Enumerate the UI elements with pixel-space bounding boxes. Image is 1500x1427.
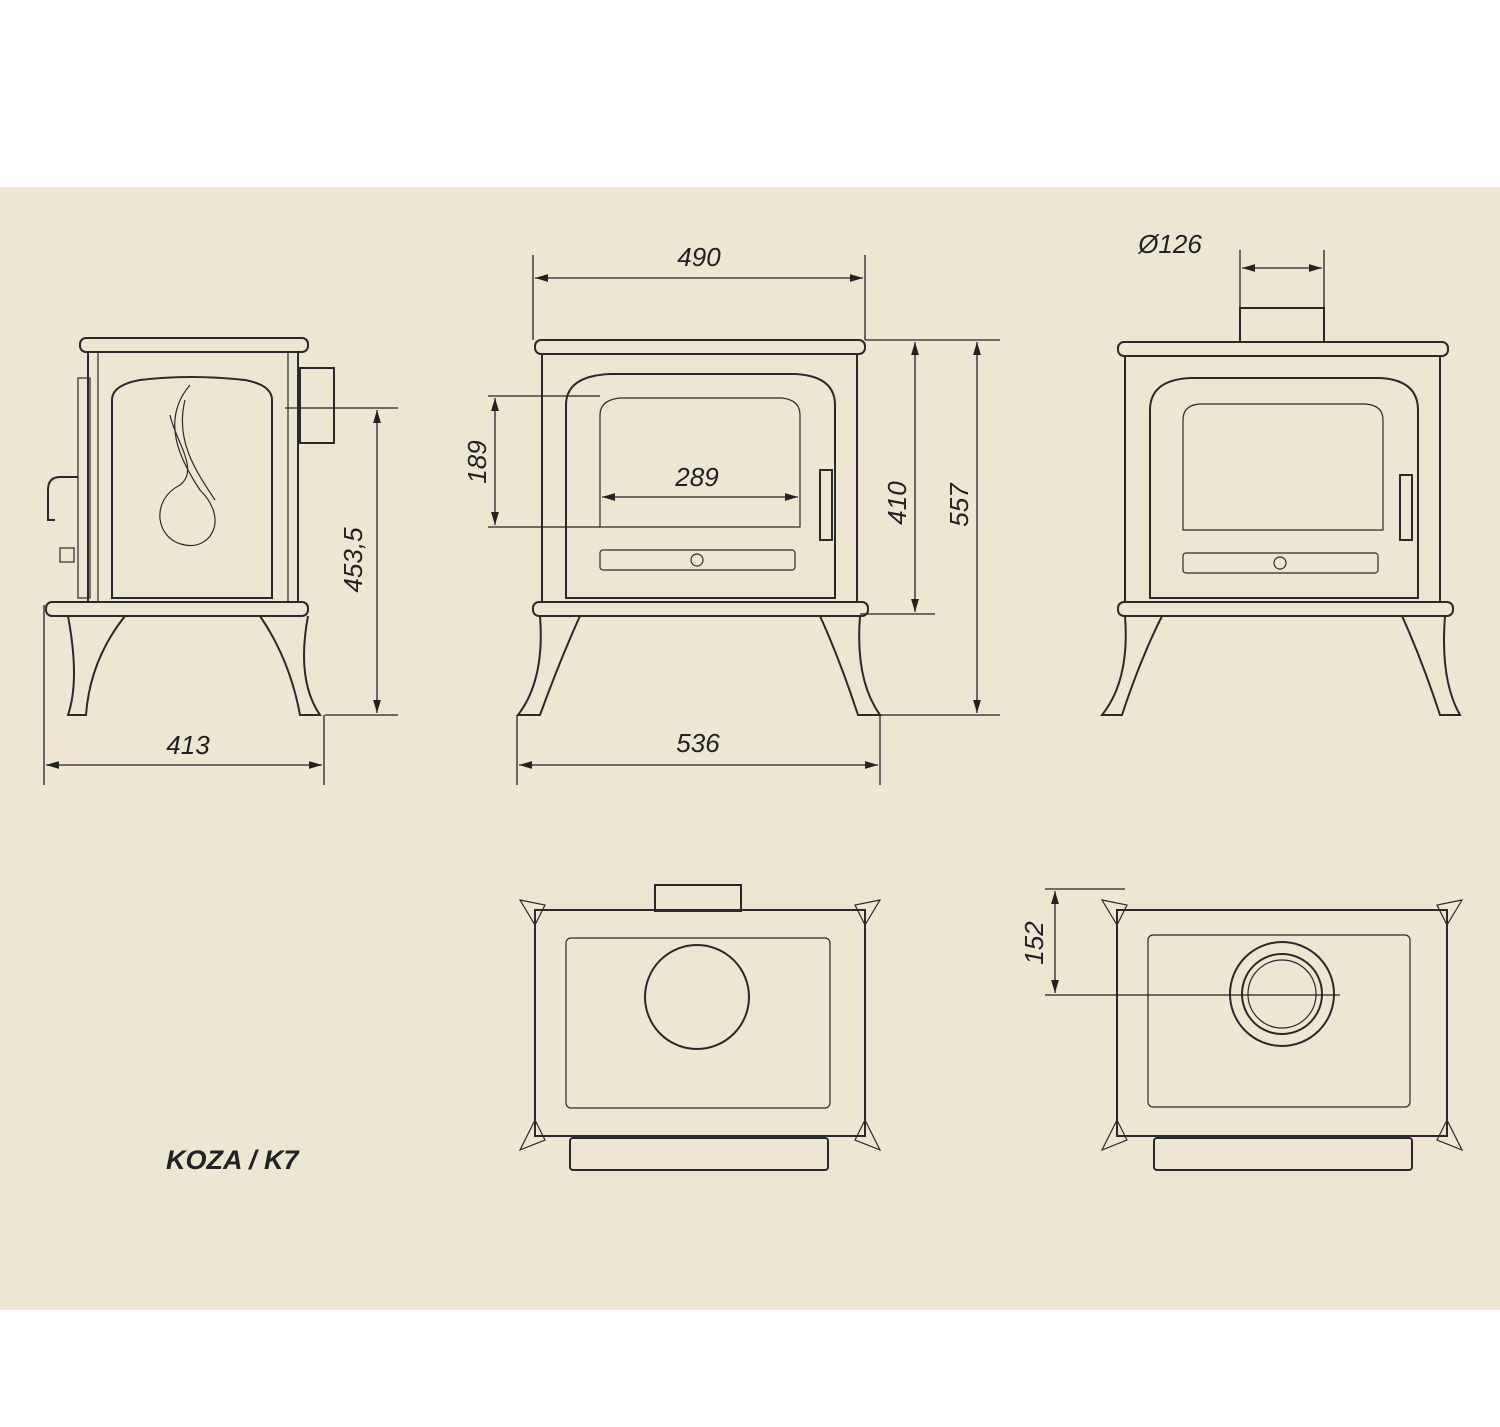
front-view-with-flue: Ø126	[1099, 229, 1462, 716]
dim-top-flue-offset: 152	[1019, 921, 1049, 965]
front-view: 490 189 289 410 557 536	[462, 242, 1000, 785]
side-view: 453,5 413	[43, 337, 398, 785]
drawing-sheet: 453,5 413 490 189 289 410 557 536 Ø126	[0, 187, 1500, 1310]
dim-door-height: 410	[882, 481, 912, 525]
dim-front-top-width: 490	[677, 242, 721, 272]
dim-side-depth: 413	[166, 730, 210, 760]
technical-drawing: 453,5 413 490 189 289 410 557 536 Ø126	[43, 229, 1464, 1171]
top-view-with-flue: 152	[1019, 888, 1464, 1171]
dim-glass-width: 289	[674, 462, 718, 492]
model-title: KOZA / K7	[166, 1145, 299, 1175]
dim-glass-height: 189	[462, 440, 492, 483]
dim-front-base-width: 536	[676, 728, 720, 758]
dim-flue-diameter: Ø126	[1137, 229, 1202, 259]
top-view	[518, 884, 882, 1171]
dim-side-flue-height: 453,5	[338, 527, 368, 593]
dim-total-height: 557	[944, 482, 974, 527]
flame-ornament	[159, 384, 216, 547]
